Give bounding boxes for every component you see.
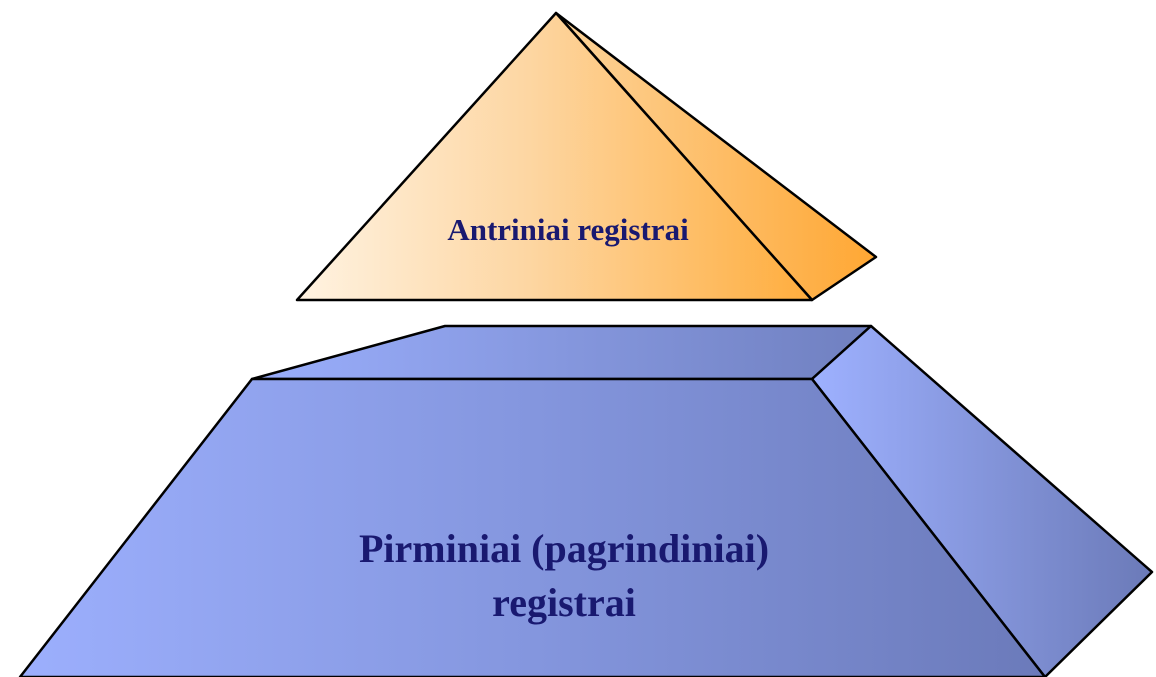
- bottom-frustum-top-face: [250, 324, 873, 381]
- top-pyramid: Antriniai registrai: [295, 11, 878, 302]
- bottom-frustum-label-line2: registrai: [492, 580, 636, 625]
- bottom-frustum: Pirminiai (pagrindiniai) registrai: [18, 324, 1154, 677]
- bottom-frustum-front-face: [18, 377, 1047, 677]
- top-pyramid-front-face: [295, 11, 814, 302]
- top-pyramid-label: Antriniai registrai: [447, 212, 689, 247]
- bottom-frustum-label-line1: Pirminiai (pagrindiniai): [359, 526, 769, 571]
